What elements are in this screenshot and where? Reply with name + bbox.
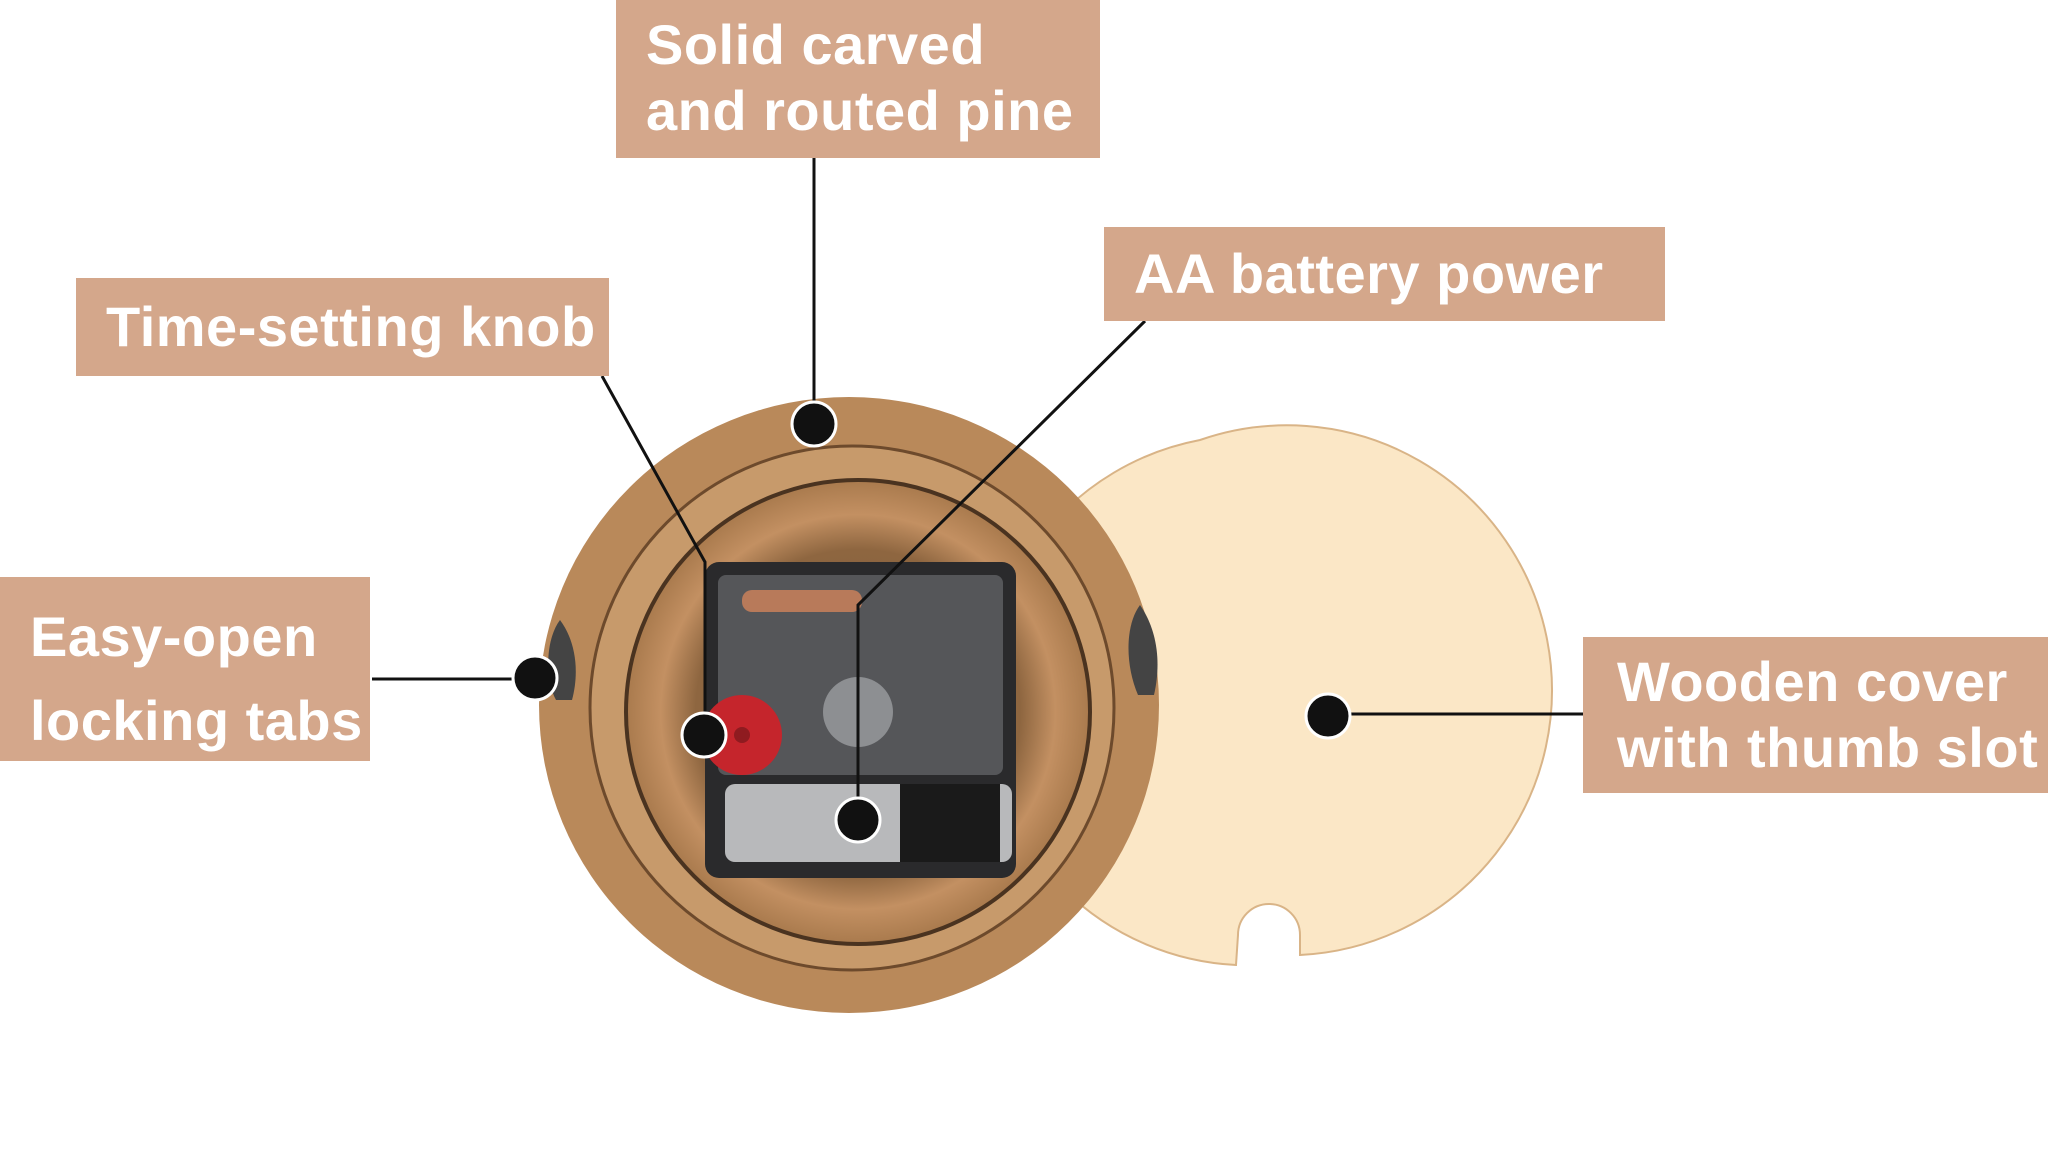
callout-dot-pine xyxy=(790,400,838,448)
callout-dot-knob xyxy=(680,711,728,759)
label-cover: Wooden cover with thumb slot xyxy=(1583,637,2048,793)
clock-movement xyxy=(705,562,1016,878)
locking-tab-right-icon xyxy=(1128,605,1158,695)
label-battery-text: AA battery power xyxy=(1134,242,1604,305)
label-cover-line1: Wooden cover xyxy=(1617,650,2008,713)
label-knob-text: Time-setting knob xyxy=(106,295,596,358)
label-pine-line1: Solid carved xyxy=(646,13,986,76)
label-battery: AA battery power xyxy=(1104,227,1665,321)
time-setting-knob-icon xyxy=(702,695,782,775)
callout-dot-tabs xyxy=(511,654,559,702)
label-cover-line2: with thumb slot xyxy=(1617,716,2039,779)
label-knob: Time-setting knob xyxy=(76,278,609,376)
label-tabs-line1: Easy-open xyxy=(30,605,318,668)
callout-dot-cover xyxy=(1304,692,1352,740)
label-tabs-line2: locking tabs xyxy=(30,689,363,752)
callout-lines xyxy=(372,158,1583,800)
label-pine-line2: and routed pine xyxy=(646,79,1074,142)
callout-dot-battery xyxy=(834,796,882,844)
label-pine: Solid carved and routed pine xyxy=(616,0,1100,158)
label-tabs: Easy-open locking tabs xyxy=(0,577,370,761)
